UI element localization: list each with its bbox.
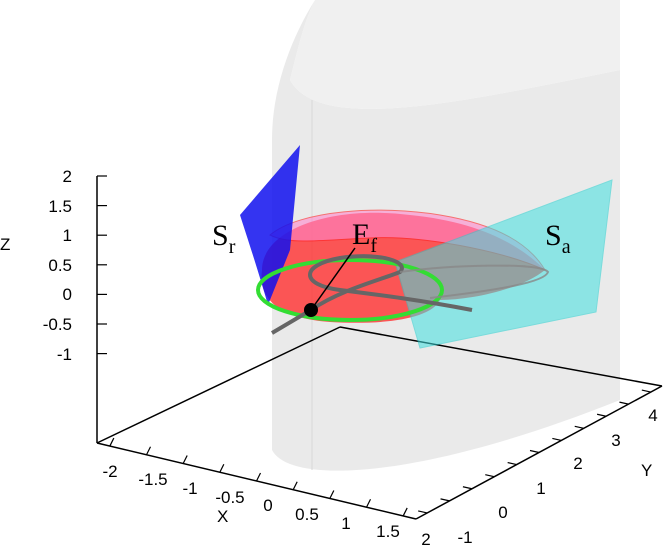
y-tick-mark <box>485 474 495 478</box>
y-tick-label: 0 <box>498 503 507 522</box>
green-curve <box>256 258 444 322</box>
y-tick-mark <box>529 449 540 454</box>
x-tick-label: 0 <box>263 496 272 515</box>
z-axis-label: Z <box>0 235 10 254</box>
y-tick-labels: -1 0 1 2 3 4 <box>457 406 657 545</box>
x-tick-mark <box>329 490 335 499</box>
x-tick-labels: -2 -1.5 -1 -0.5 0 0.5 1 1.5 2 <box>102 462 430 545</box>
y-tick-label: 2 <box>573 454 582 473</box>
x-tick-mark <box>145 446 152 456</box>
y-axis-label: Y <box>641 461 652 480</box>
repelling-surface <box>240 145 300 305</box>
z-tick-label: -0.5 <box>43 315 72 334</box>
x-tick-mark <box>109 437 115 447</box>
y-tick-mark <box>507 462 517 466</box>
y-tick-label: 4 <box>648 406 657 425</box>
z-tick-label: 0 <box>63 285 72 304</box>
y-tick-label: 3 <box>611 431 620 450</box>
z-tick-label: 1 <box>63 226 72 245</box>
y-tick-mark <box>596 413 607 417</box>
x-tick-label: -0.5 <box>215 488 244 507</box>
y-tick-mark <box>619 401 629 405</box>
z-tick-label: 2 <box>63 167 72 186</box>
y-tick-label: 1 <box>536 479 545 498</box>
x-tick-label: 1 <box>341 514 350 533</box>
x-tick-mark <box>402 507 408 517</box>
annotation-leader-line <box>310 247 356 311</box>
x-axis-label: X <box>217 507 228 526</box>
z-tick-label: 0.5 <box>48 256 72 275</box>
x-tick-label: 0.5 <box>295 505 319 524</box>
y-tick-mark <box>462 486 473 490</box>
tick-marks <box>97 175 651 517</box>
x-tick-label: 1.5 <box>376 522 400 541</box>
annotation-sa: Sa <box>545 219 571 258</box>
back-left-axis-line <box>96 326 341 444</box>
x-tick-label: -2 <box>102 462 117 481</box>
y-tick-mark <box>418 510 428 514</box>
x-tick-mark <box>219 463 225 473</box>
y-tick-mark <box>440 498 450 502</box>
y-tick-mark <box>574 425 584 429</box>
x-tick-mark <box>292 481 298 491</box>
y-tick-label: -1 <box>457 528 472 545</box>
background-sheet-front <box>290 0 620 109</box>
trajectory-curve <box>270 254 473 335</box>
z-tick-label: 1.5 <box>48 197 72 216</box>
x-tick-label: 2 <box>421 530 430 545</box>
trajectory-loop <box>399 264 550 299</box>
x-tick-label: -1.5 <box>138 470 167 489</box>
z-tick-label: -1 <box>57 345 72 364</box>
y-tick-mark <box>552 437 562 441</box>
x-tick-mark <box>255 472 262 482</box>
z-tick-labels: 2 1.5 1 0.5 0 -0.5 -1 <box>43 167 72 364</box>
x-tick-mark <box>365 498 372 508</box>
x-tick-label: -1 <box>182 479 197 498</box>
y-tick-mark <box>641 389 651 393</box>
x-tick-mark <box>182 455 188 464</box>
annotation-sr: Sr <box>212 219 236 258</box>
annotation-ef: Ef <box>352 218 377 257</box>
equilibrium-point <box>304 303 318 317</box>
back-right-axis-line <box>339 326 663 387</box>
